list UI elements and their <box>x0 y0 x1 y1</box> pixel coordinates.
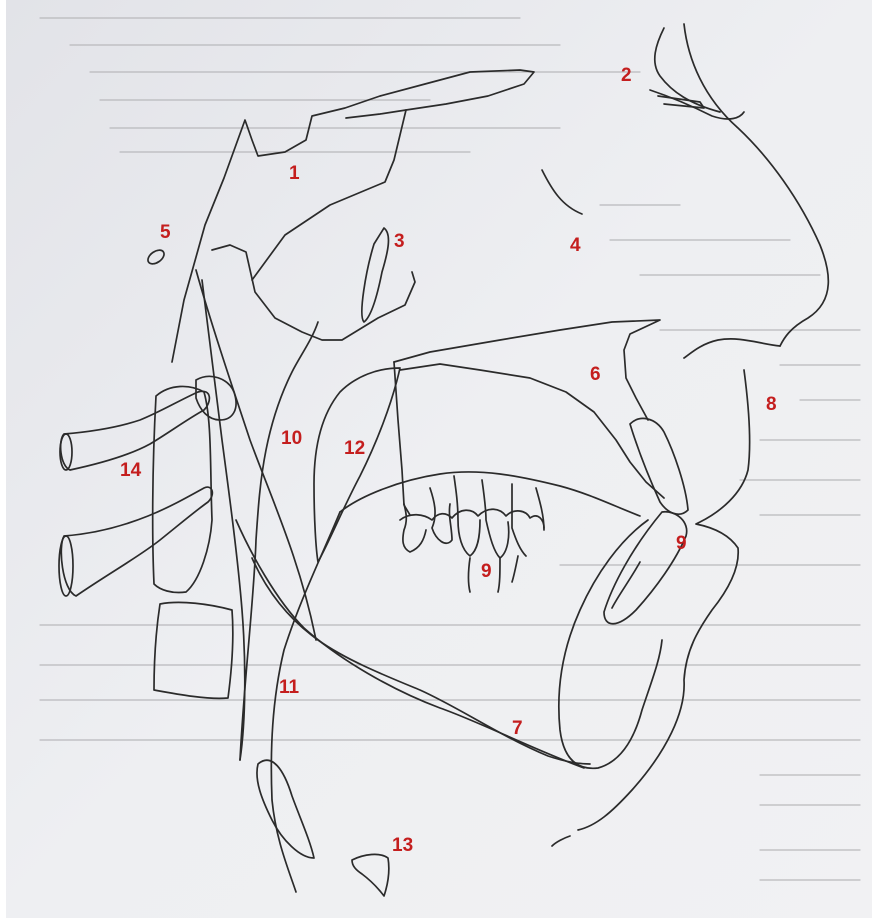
label-10: 10 <box>281 428 302 449</box>
label-13: 13 <box>392 835 413 856</box>
label-14: 14 <box>120 460 142 481</box>
label-9-anterior: 9 <box>676 533 687 554</box>
label-12: 12 <box>344 438 365 459</box>
label-11: 11 <box>279 677 300 698</box>
label-6: 6 <box>590 364 601 385</box>
paper-sheet <box>6 0 872 918</box>
label-4: 4 <box>570 235 581 256</box>
label-9-posterior: 9 <box>481 561 492 582</box>
label-8: 8 <box>766 394 777 415</box>
label-7: 7 <box>512 718 523 739</box>
label-5: 5 <box>160 222 171 243</box>
label-3: 3 <box>394 231 405 252</box>
label-2: 2 <box>621 65 632 86</box>
label-1: 1 <box>289 163 300 184</box>
